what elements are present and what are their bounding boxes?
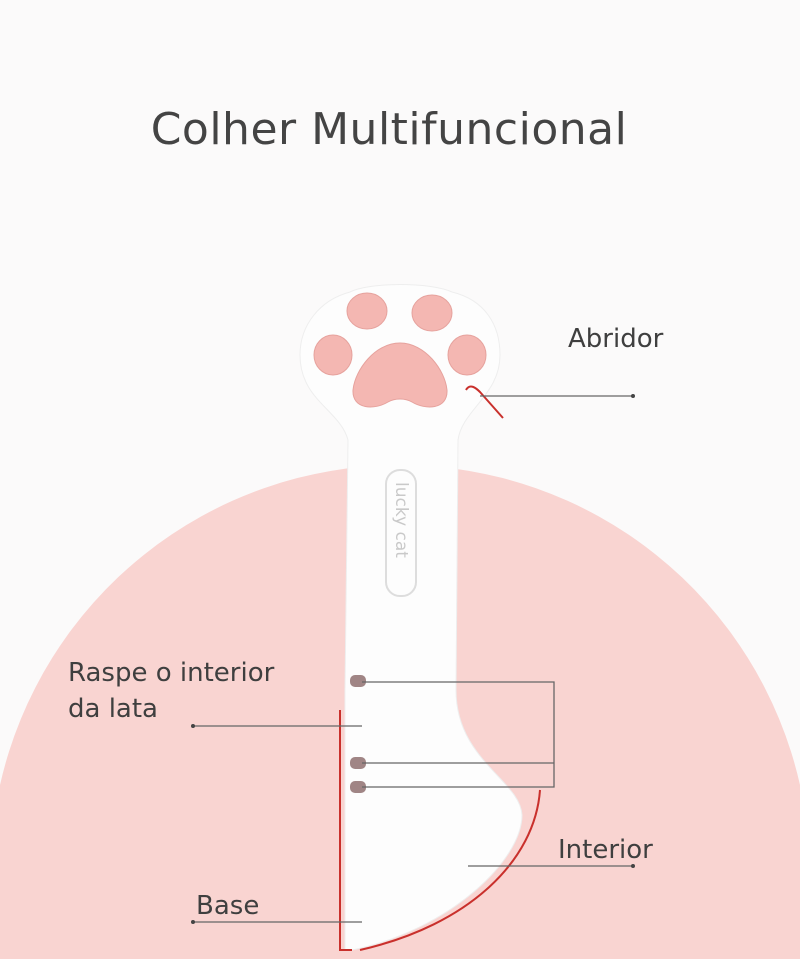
label-scrape-line1: Raspe o interior (68, 658, 275, 688)
label-scrape-line2: da lata (68, 694, 158, 724)
label-opener: Abridor (568, 324, 664, 354)
label-interior: Interior (558, 835, 653, 865)
brand-text: lucky cat (391, 482, 411, 558)
edge-highlights (339, 385, 541, 951)
label-base: Base (196, 891, 260, 921)
paw-pads (313, 292, 487, 408)
brand-plate (385, 469, 417, 597)
leader-dots (191, 394, 635, 924)
scraper-teeth (350, 675, 366, 793)
leader-lines (193, 395, 633, 923)
page-title: Colher Multifuncional (150, 104, 628, 155)
